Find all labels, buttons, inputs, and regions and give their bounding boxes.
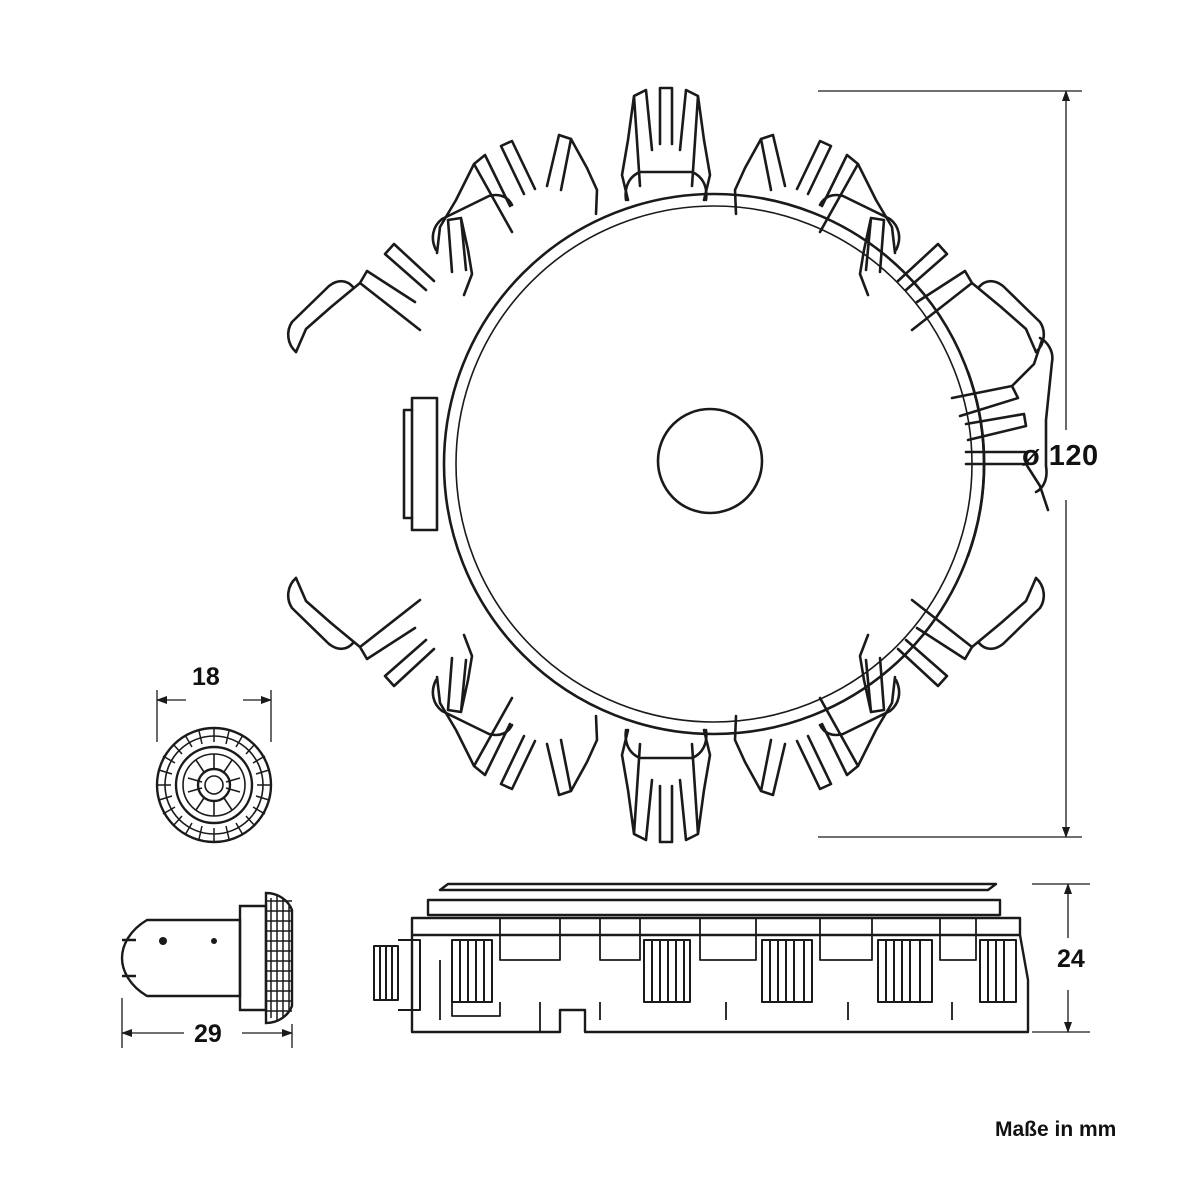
side-view-group — [373, 882, 1030, 1034]
disc-outer-edge-thick — [966, 370, 986, 558]
small-part-front-view — [155, 726, 273, 844]
dimension-label-diameter: ø 120 — [1022, 440, 1099, 472]
dimension-label-24: 24 — [1057, 945, 1085, 973]
side-plate-band — [426, 898, 1002, 917]
side-fin-group-1 — [451, 939, 493, 1003]
small-part-side-view — [120, 891, 294, 1025]
cap-body-side — [120, 918, 242, 998]
cap-center — [196, 767, 232, 803]
units-note: Maße in mm — [995, 1118, 1117, 1141]
cap-mid-ring — [174, 745, 254, 825]
side-fin-group-3 — [761, 939, 813, 1003]
cap-knurl — [157, 728, 271, 842]
side-internal-lines — [439, 918, 977, 1032]
side-fin-group-4 — [877, 939, 933, 1003]
disc-inner-circle — [455, 205, 973, 723]
cap-spokes — [187, 754, 241, 816]
side-top-plate — [438, 882, 998, 892]
dimension-24 — [1032, 883, 1090, 1033]
cap-collar — [238, 904, 268, 1012]
spring-tab-group — [286, 86, 1054, 844]
dimension-label-18: 18 — [192, 663, 220, 691]
top-view-group — [286, 86, 1054, 844]
side-body-top — [410, 916, 1022, 937]
dimension-diameter-120 — [818, 90, 1082, 838]
cap-knurl-lines — [266, 896, 292, 1020]
cap-knurled-side — [264, 891, 294, 1025]
side-fin-group-2 — [643, 939, 691, 1003]
dimension-18 — [156, 690, 272, 742]
dimension-label-29: 29 — [194, 1020, 222, 1048]
side-fin-group-5 — [979, 939, 1017, 1003]
side-fin-left — [373, 939, 421, 1011]
side-body-outline — [410, 934, 1030, 1034]
disc-center-hole — [656, 407, 764, 515]
dimension-29 — [121, 998, 293, 1048]
